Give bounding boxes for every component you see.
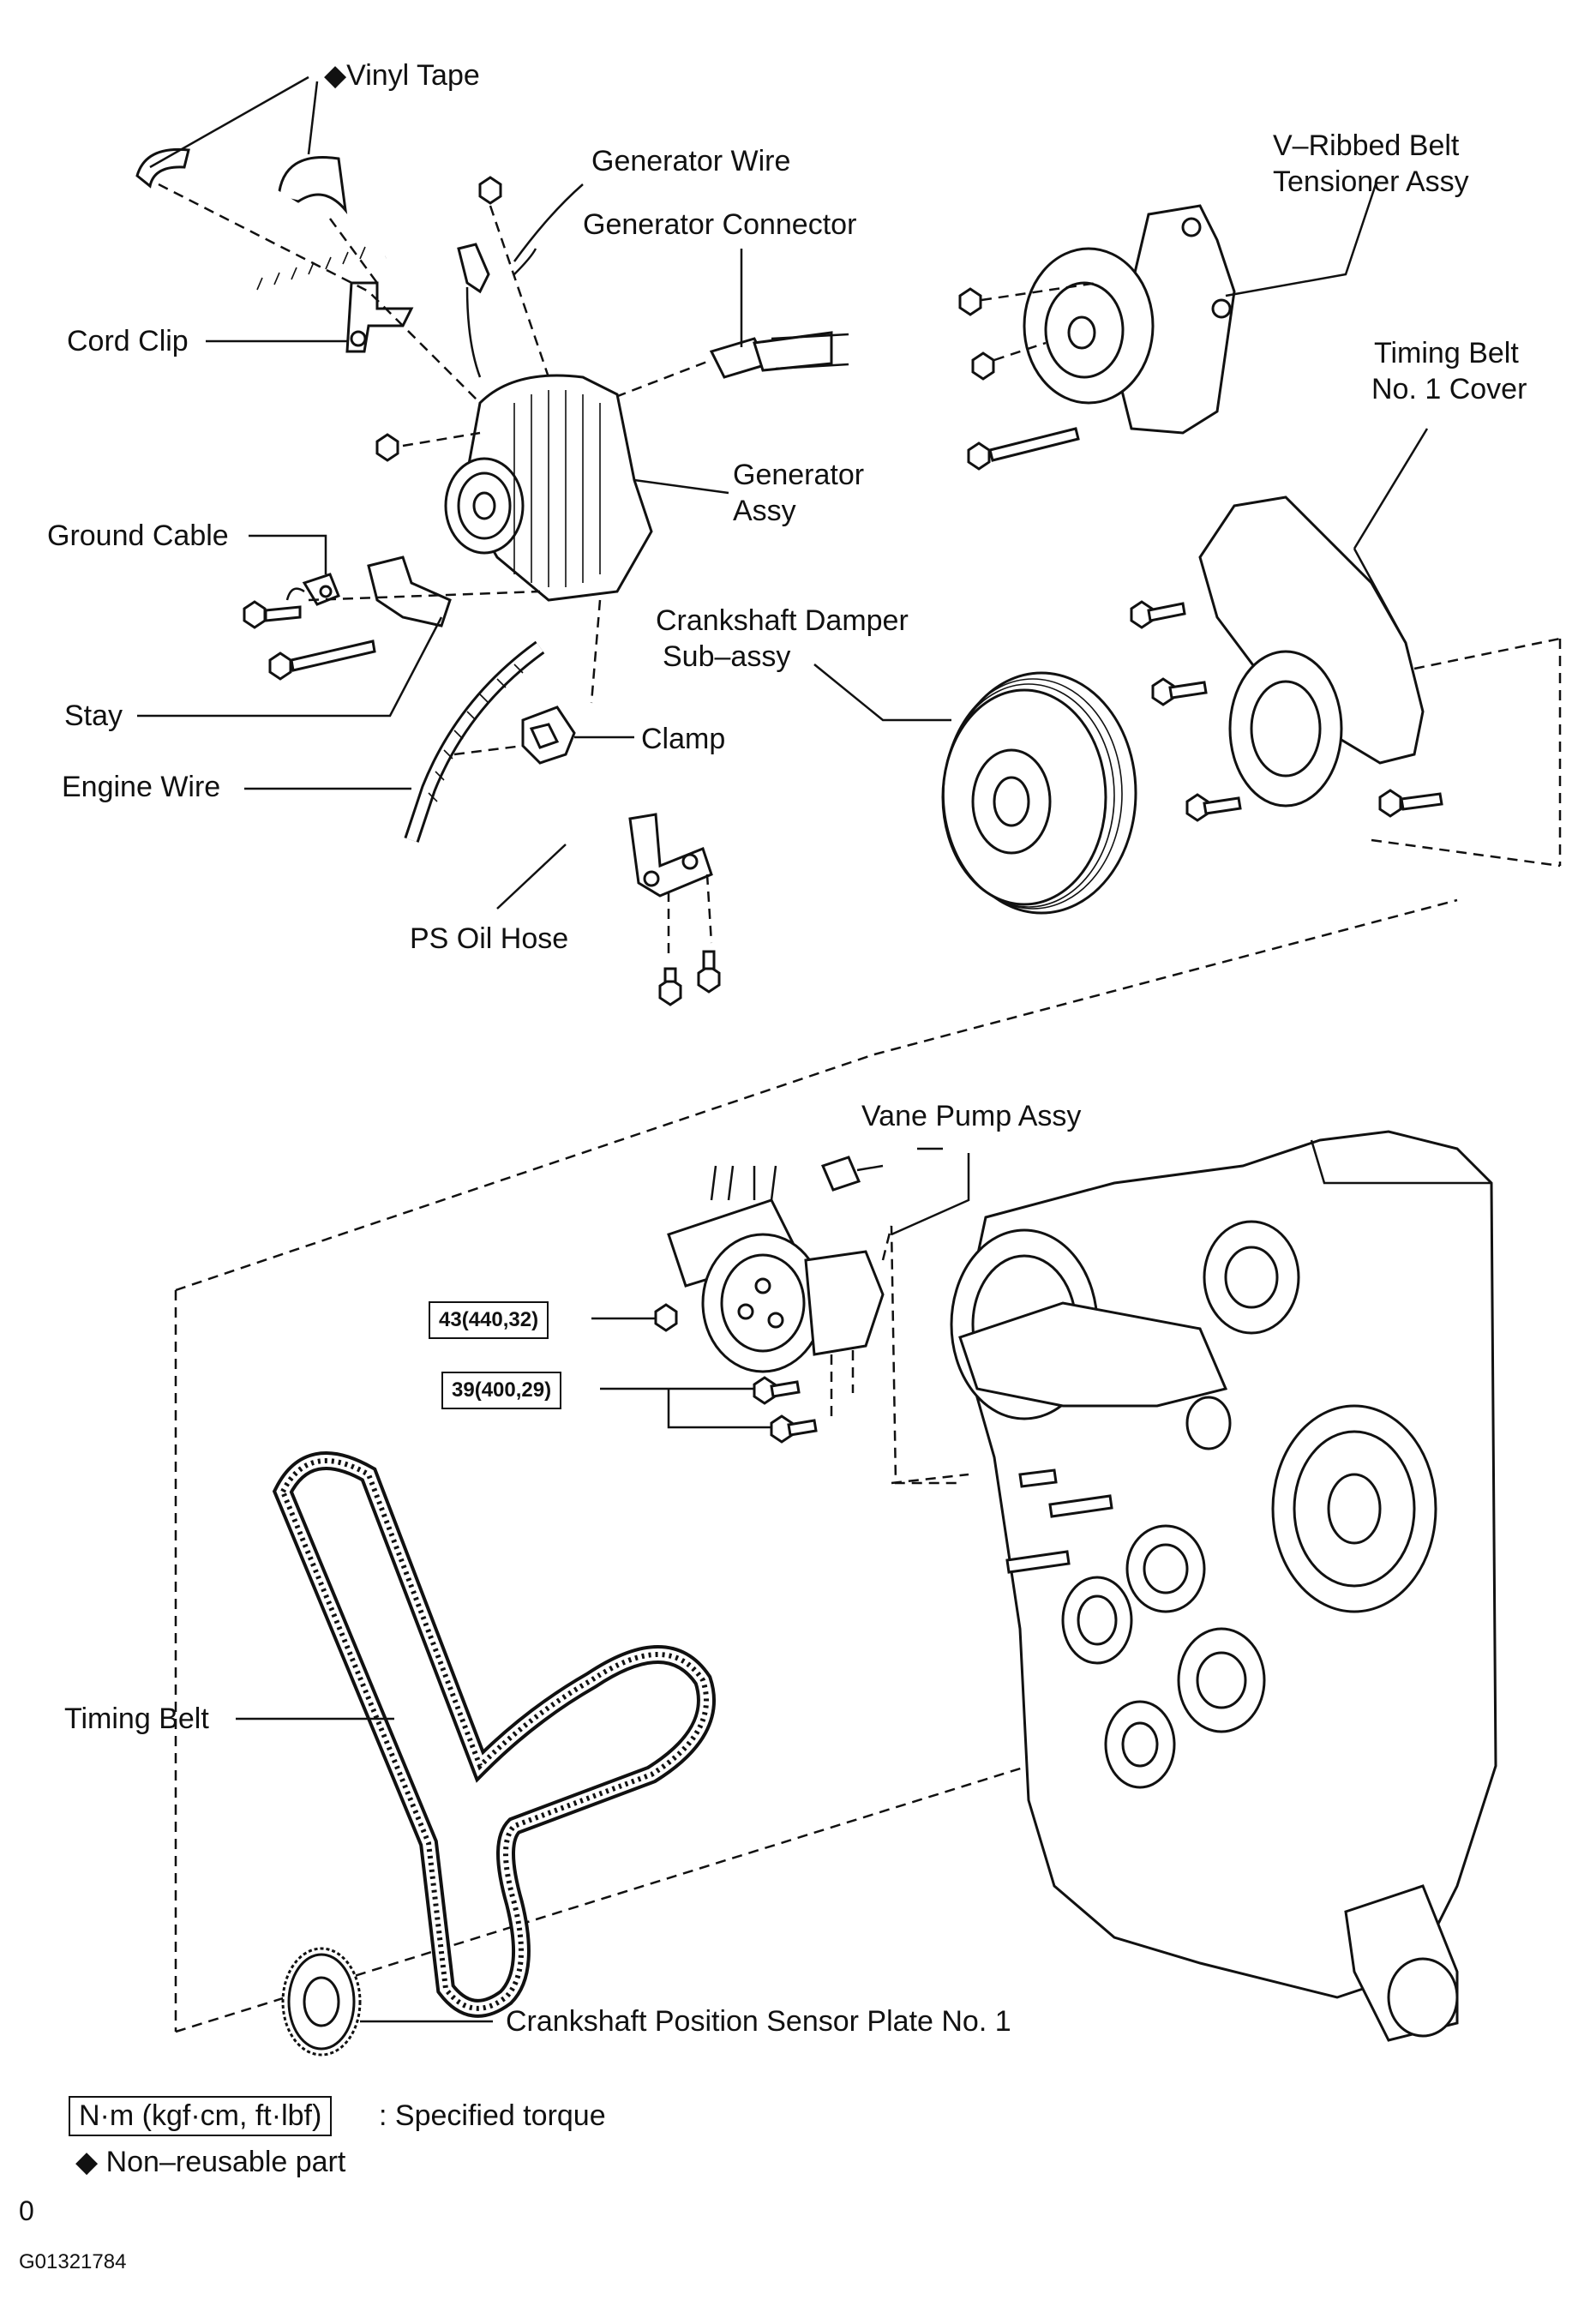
stay-part <box>137 555 452 718</box>
label-generator-assy-1: Generator <box>733 459 865 491</box>
torque-vane-pump-bolts: 39(400,29) <box>441 1372 562 1409</box>
engine-block-part <box>891 1130 1497 2042</box>
wire-harness-part <box>201 146 387 301</box>
crankshaft-damper-part <box>813 664 1137 915</box>
label-ps-oil-hose: PS Oil Hose <box>410 922 569 955</box>
timing-belt-cover-part <box>1130 428 1443 822</box>
timing-belt-part <box>236 1451 716 2018</box>
generator-wire-part <box>457 176 584 378</box>
legend-nonreusable: ◆ Non–reusable part <box>75 2146 346 2178</box>
label-cord-clip: Cord Clip <box>67 325 189 357</box>
bolt-part <box>243 590 541 681</box>
label-timing-belt-cover-2: No. 1 Cover <box>1371 373 1527 405</box>
label-timing-belt-cover-1: Timing Belt <box>1374 337 1519 369</box>
ps-oil-hose-part <box>496 796 721 1006</box>
label-vinyl-tape: ◆Vinyl Tape <box>324 59 480 92</box>
page-marker: 0 <box>19 2195 34 2226</box>
vane-pump-assy-part <box>591 1153 970 1485</box>
generator-connector-part <box>599 249 849 405</box>
figure-code: G01321784 <box>19 2250 127 2273</box>
label-v-ribbed-belt-1: V–Ribbed Belt <box>1273 129 1460 162</box>
label-timing-belt: Timing Belt <box>64 1702 209 1735</box>
label-stay: Stay <box>64 700 123 732</box>
torque-vane-pump-nut: 43(440,32) <box>429 1301 549 1339</box>
ground-cable-part <box>249 534 340 606</box>
label-crankshaft-damper-2: Sub–assy <box>663 640 791 673</box>
label-ground-cable: Ground Cable <box>47 519 229 552</box>
legend-torque-desc: : Specified torque <box>379 2099 606 2132</box>
label-engine-wire: Engine Wire <box>62 771 221 803</box>
label-generator-connector: Generator Connector <box>583 208 857 241</box>
label-crankshaft-damper-1: Crankshaft Damper <box>656 604 909 637</box>
crankshaft-position-sensor-plate-part <box>281 1947 493 2057</box>
legend-torque-units: N·m (kgf·cm, ft·lbf) <box>69 2096 333 2136</box>
vinyl-tape-part <box>135 75 348 214</box>
label-vane-pump-assy: Vane Pump Assy <box>861 1100 1082 1132</box>
label-clamp: Clamp <box>641 723 726 755</box>
label-crankshaft-position-sensor-plate: Crankshaft Position Sensor Plate No. 1 <box>506 2005 1011 2038</box>
engine-wire-part <box>244 640 545 843</box>
v-ribbed-belt-tensioner-part <box>958 183 1377 471</box>
label-generator-wire: Generator Wire <box>591 145 791 177</box>
label-generator-assy-2: Assy <box>733 495 796 527</box>
generator-assy-part <box>375 374 729 602</box>
label-v-ribbed-belt-2: Tensioner Assy <box>1273 165 1469 198</box>
clamp-part <box>453 599 634 765</box>
